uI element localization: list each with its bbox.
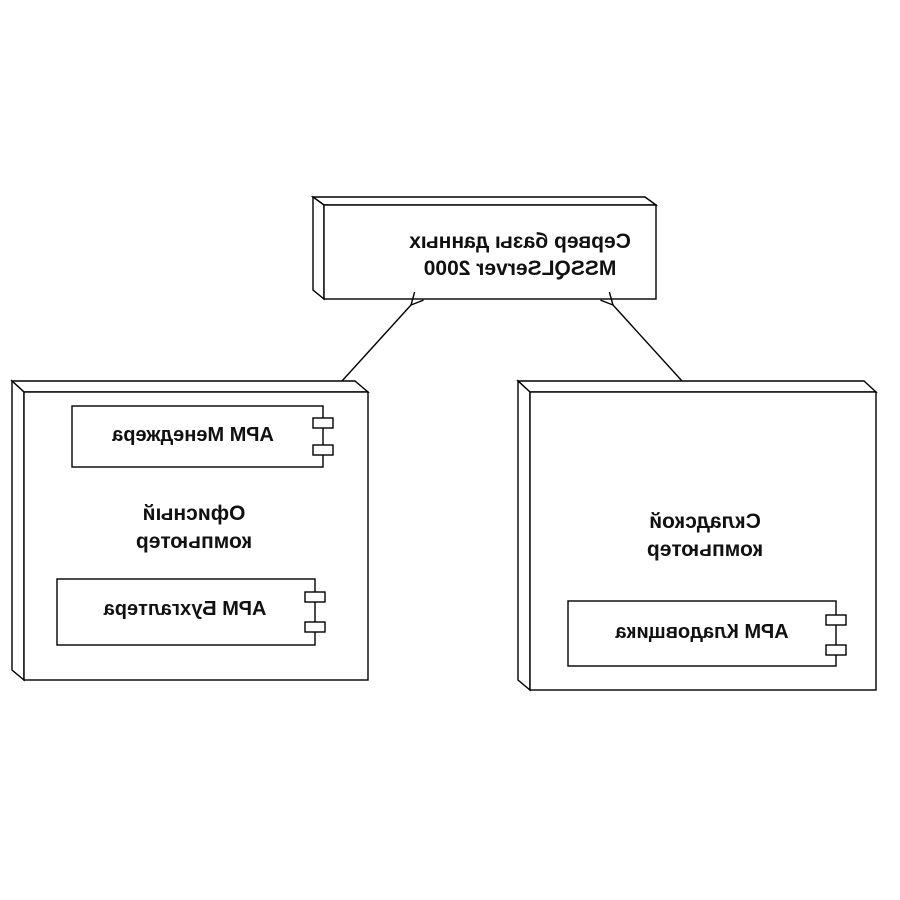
warehouse-computer-label-line2: компьютер xyxy=(647,538,763,561)
dependency-warehouse-to-db xyxy=(613,305,683,382)
component-manager[interactable] xyxy=(71,405,334,468)
warehouse-computer-label-line1: Складской xyxy=(649,510,761,533)
component-accountant-label: АРМ Бухгалтера xyxy=(103,598,267,620)
component-accountant[interactable] xyxy=(56,578,326,646)
dependency-office-to-db xyxy=(341,305,411,382)
db-server-label-line1: Сервер базы данных xyxy=(409,230,631,253)
office-computer-label-line1: Офисный xyxy=(143,502,246,525)
component-storekeeper[interactable] xyxy=(567,600,847,667)
db-server-node[interactable] xyxy=(310,195,659,301)
db-server-label-line2: MSSQLServer 2000 xyxy=(424,257,617,280)
component-manager-label: АРМ Менеджера xyxy=(111,424,274,446)
component-storekeeper-label: АРМ Кладовщика xyxy=(614,621,788,643)
office-computer-label-line2: компьютер xyxy=(136,530,252,553)
